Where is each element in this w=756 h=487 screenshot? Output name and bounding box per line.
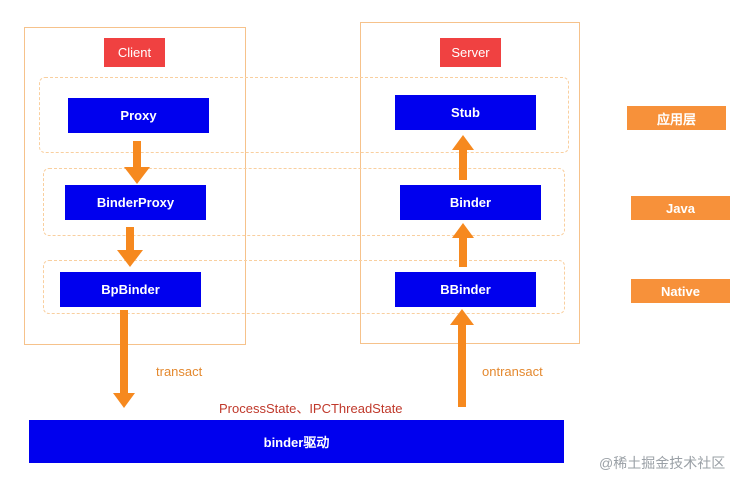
client-panel xyxy=(24,27,246,345)
arrow-bbinder-to-binder xyxy=(452,223,474,267)
bpbinder-node: BpBinder xyxy=(60,272,201,307)
processstate-label: ProcessState、IPCThreadState xyxy=(219,401,403,416)
arrow-binderproxy-to-bpbinder xyxy=(117,227,143,267)
arrow-driver-to-bbinder xyxy=(450,309,474,407)
legend-java: Java xyxy=(631,196,730,220)
stub-node: Stub xyxy=(395,95,536,130)
transact-label: transact xyxy=(156,364,203,379)
layer-band-native xyxy=(43,260,565,314)
legend-native: Native xyxy=(631,279,730,303)
layer-band-java xyxy=(43,168,565,236)
ontransact-label: ontransact xyxy=(482,364,543,379)
legend-app-layer: 应用层 xyxy=(627,106,726,130)
bbinder-node: BBinder xyxy=(395,272,536,307)
server-tag: Server xyxy=(440,38,501,67)
arrow-bpbinder-to-driver xyxy=(113,310,135,408)
proxy-node: Proxy xyxy=(68,98,209,133)
binder-node: Binder xyxy=(400,185,541,220)
arrow-proxy-to-binderproxy xyxy=(124,141,150,184)
layer-band-app xyxy=(39,77,569,153)
server-panel xyxy=(360,22,580,344)
watermark: @稀土掘金技术社区 xyxy=(599,455,726,471)
binderproxy-node: BinderProxy xyxy=(65,185,206,220)
binder-driver-bar: binder驱动 xyxy=(29,420,564,463)
arrow-binder-to-stub xyxy=(452,135,474,180)
client-tag: Client xyxy=(104,38,165,67)
